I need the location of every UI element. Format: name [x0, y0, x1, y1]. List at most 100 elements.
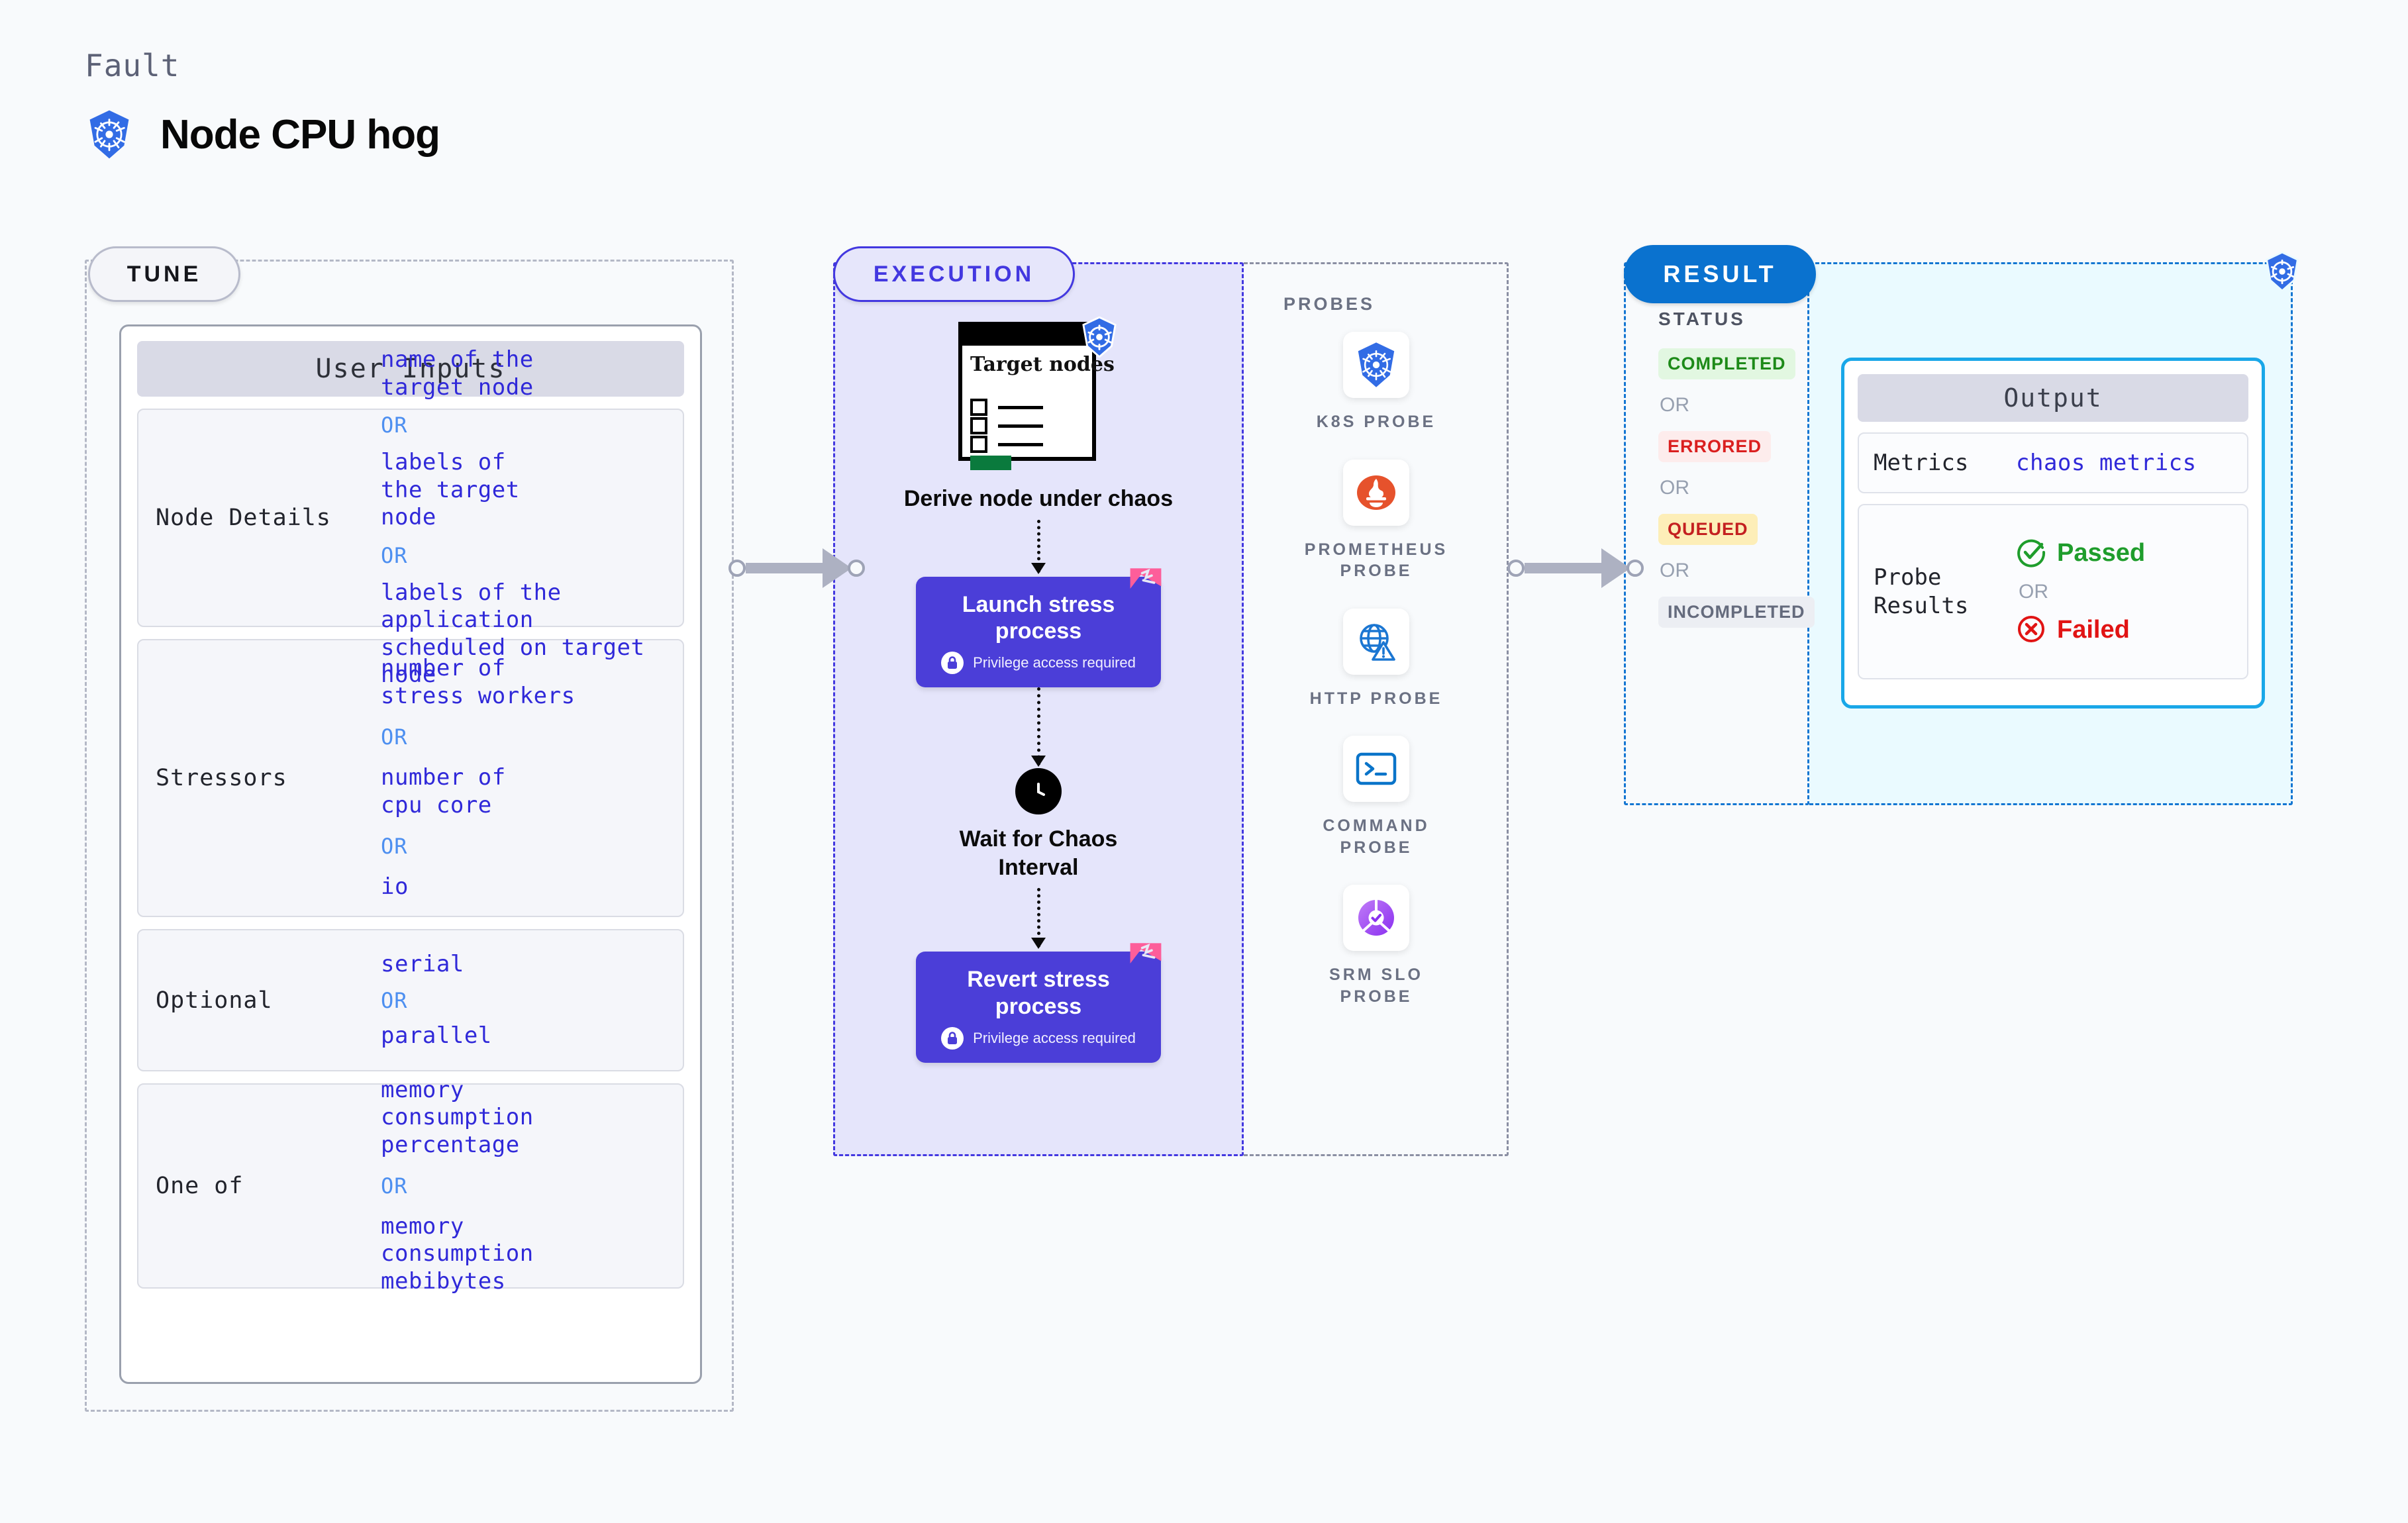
- probes-label: PROBES: [1283, 294, 1376, 314]
- table-row: Stressors number of stress workers OR nu…: [137, 639, 684, 917]
- row-values: memory consumption percentage OR memory …: [381, 1077, 676, 1296]
- or-separator: OR: [1660, 560, 1689, 581]
- probe-item-k8s[interactable]: K8S PROBE: [1317, 332, 1436, 433]
- row-label-optional: Optional: [156, 987, 273, 1014]
- slo-donut-check-icon: [1343, 885, 1409, 951]
- value-item: number of cpu core: [381, 764, 506, 818]
- harness-icon: [1128, 940, 1164, 978]
- step-caption-wait: Wait for Chaos Interval: [959, 826, 1118, 880]
- flow-arrow: [1031, 687, 1046, 767]
- probe-results-label: Probe Results: [1874, 564, 1969, 619]
- probe-item-srm-slo[interactable]: SRM SLO PROBE: [1303, 885, 1449, 1007]
- output-row-metrics: Metrics chaos metrics: [1858, 432, 2248, 493]
- tune-frame: [85, 260, 734, 1412]
- step-title: Revert stress process: [967, 967, 1110, 1019]
- clock-icon: [1015, 768, 1062, 815]
- kubernetes-icon: [1342, 332, 1409, 398]
- lock-icon: [941, 652, 964, 675]
- value-item: io: [381, 873, 409, 901]
- step-subtitle: Privilege access required: [973, 654, 1136, 671]
- value-item: number of stress workers: [381, 655, 576, 709]
- lock-icon: [941, 1026, 964, 1050]
- globe-warning-icon: [1342, 608, 1409, 675]
- result-status-column: STATUS COMPLETED OR ERRORED OR QUEUED OR…: [1624, 262, 1815, 805]
- table-row: Node Details name of the target node OR …: [137, 346, 684, 688]
- harness-icon: [1128, 565, 1164, 603]
- output-card: Output Metrics chaos metrics Probe Resul…: [1841, 358, 2265, 709]
- page-title: Node CPU hog: [160, 111, 440, 158]
- user-inputs-title: User Inputs: [137, 341, 684, 397]
- table-row: One of memory consumption percentage OR …: [137, 1077, 684, 1295]
- terminal-icon: [1343, 736, 1409, 802]
- step-caption-derive: Derive node under chaos: [903, 486, 1174, 511]
- row-values: number of stress workers OR number of cp…: [381, 655, 676, 901]
- probes-frame: [1244, 262, 1509, 1156]
- probe-label: PROMETHEUS PROBE: [1304, 540, 1448, 581]
- or-separator: OR: [1660, 477, 1689, 499]
- flow-arrow: [1031, 888, 1046, 950]
- step-launch-stress-process[interactable]: Launch stress process Privilege access r…: [916, 567, 1162, 688]
- kubernetes-icon: [2264, 251, 2301, 294]
- status-label: STATUS: [1658, 309, 1746, 329]
- fault-kicker: Fault: [85, 48, 180, 83]
- or-separator: OR: [381, 1173, 408, 1199]
- probe-result-failed: Failed: [2016, 614, 2236, 647]
- probe-label: COMMAND PROBE: [1323, 816, 1430, 857]
- or-separator: OR: [2019, 580, 2048, 603]
- row-label-one-of: One of: [156, 1173, 244, 1199]
- step-title: Launch stress process: [962, 591, 1115, 644]
- or-separator: OR: [381, 724, 408, 750]
- or-separator: OR: [381, 834, 408, 860]
- row-values: serial OR parallel: [381, 951, 676, 1050]
- status-badge: INCOMPLETED: [1658, 597, 1815, 628]
- probe-label: SRM SLO PROBE: [1329, 965, 1423, 1006]
- row-label-node-details: Node Details: [156, 505, 331, 531]
- output-row-probe-results: Probe Results Passed OR: [1858, 504, 2248, 679]
- target-nodes-label: Target nodes: [970, 353, 1115, 376]
- probe-label: HTTP PROBE: [1309, 689, 1443, 708]
- value-item: name of the target node: [381, 346, 534, 401]
- table-row: Optional serial OR parallel: [137, 929, 684, 1071]
- value-item: labels of the target node: [381, 449, 520, 531]
- or-separator: OR: [381, 413, 408, 438]
- probe-item-prometheus[interactable]: PROMETHEUS PROBE: [1290, 459, 1462, 582]
- step-subtitle: Privilege access required: [973, 1029, 1136, 1046]
- kubernetes-icon: [1080, 316, 1119, 360]
- row-label-stressors: Stressors: [156, 765, 287, 791]
- result-section-pill[interactable]: RESULT: [1624, 245, 1816, 303]
- probes-list: PROBES K8S PROBE: [1244, 262, 1509, 1156]
- status-badge: COMPLETED: [1658, 348, 1795, 379]
- execution-flow: Target nodes Derive node under chaos: [833, 262, 1244, 1156]
- privilege-note: Privilege access required: [929, 1026, 1148, 1050]
- metrics-value: chaos metrics: [2016, 450, 2197, 476]
- prometheus-icon: [1343, 459, 1409, 526]
- or-separator: OR: [381, 987, 408, 1013]
- tune-section-pill[interactable]: TUNE: [88, 246, 240, 302]
- step-revert-stress-process[interactable]: Revert stress process Privilege access r…: [916, 943, 1162, 1063]
- flow-arrow: [1031, 519, 1046, 574]
- execution-section-pill[interactable]: EXECUTION: [833, 246, 1075, 302]
- privilege-note: Privilege access required: [929, 652, 1148, 675]
- value-item: labels of the application scheduled on t…: [381, 579, 645, 689]
- user-inputs-card: User Inputs Node Details name of the tar…: [119, 324, 702, 1384]
- status-badge: ERRORED: [1658, 431, 1772, 462]
- or-separator: OR: [1660, 394, 1689, 416]
- value-item: memory consumption percentage: [381, 1076, 534, 1158]
- row-values: name of the target node OR labels of the…: [381, 346, 676, 689]
- metrics-label: Metrics: [1874, 449, 1969, 476]
- probe-item-command[interactable]: COMMAND PROBE: [1297, 736, 1456, 858]
- probe-item-http[interactable]: HTTP PROBE: [1309, 608, 1443, 710]
- status-badge: QUEUED: [1658, 514, 1758, 545]
- connector-tune-to-execution: [728, 548, 865, 588]
- value-item: memory consumption mebibytes: [381, 1213, 534, 1295]
- connector-execution-to-result: [1507, 548, 1644, 588]
- probe-result-passed: Passed: [2016, 537, 2236, 570]
- fault-title-row: Node CPU hog: [86, 109, 440, 160]
- kubernetes-icon: [86, 109, 132, 160]
- or-separator: OR: [381, 542, 408, 568]
- x-circle-icon: [2016, 614, 2046, 647]
- check-circle-icon: [2016, 537, 2046, 570]
- probe-label: K8S PROBE: [1316, 413, 1436, 431]
- output-title: Output: [1858, 374, 2248, 422]
